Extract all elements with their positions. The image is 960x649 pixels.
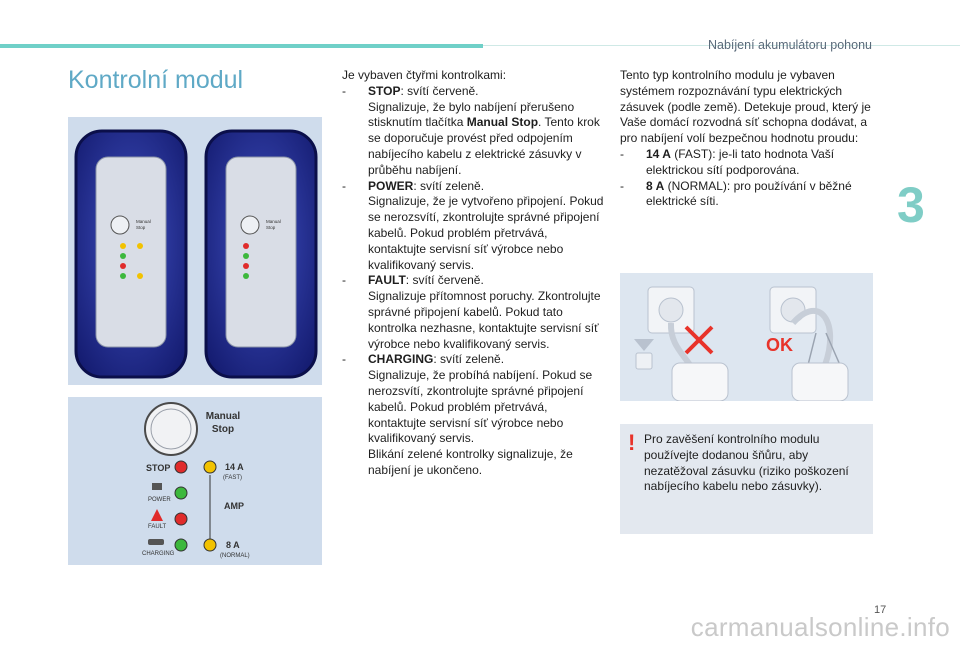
indicator-name: STOP <box>368 83 401 98</box>
list-dash: - <box>342 178 346 193</box>
list-dash: - <box>620 146 624 161</box>
indicator-description-extra: Blikání zelené kontrolky signalizuje, že… <box>368 447 573 477</box>
normal-label: (NORMAL) <box>220 553 250 559</box>
list-item: - CHARGING: svítí zeleně. <box>342 352 607 368</box>
detection-intro: Tento typ kontrolního modulu je vybaven … <box>620 68 871 146</box>
indicator-description: Signalizuje, že probíhá nabíjení. Pokud … <box>368 368 593 446</box>
amp-label: AMP <box>224 501 244 511</box>
house-icon <box>152 483 162 490</box>
left-stop-label: Stop <box>136 225 146 230</box>
warning-note: ! Pro zavěšení kontrolního modulu použív… <box>620 424 873 534</box>
list-dash: - <box>620 178 624 193</box>
ok-label: OK <box>766 335 793 355</box>
current-desc: (FAST): je-li tato hodnota Vaší elektric… <box>646 146 835 177</box>
weight-icon <box>635 352 653 370</box>
indicator-name: CHARGING <box>368 352 434 367</box>
down-arrow-icon <box>634 339 654 351</box>
module-hanging-illustration: OK <box>620 273 873 401</box>
manual-stop-bold: Manual Stop <box>466 115 539 130</box>
fast-label: (FAST) <box>223 475 242 481</box>
desc-text: Signalizuje, že bylo nabíjení přerušeno … <box>368 99 575 130</box>
power-label: POWER <box>148 497 171 503</box>
indicator-status: : svítí zeleně. <box>413 178 485 193</box>
list-dash: - <box>342 352 346 367</box>
current-desc: (NORMAL): pro používání v běžné elektric… <box>646 178 852 209</box>
indicator-name: POWER <box>368 178 414 193</box>
page-title: Kontrolní modul <box>68 66 244 94</box>
indicators-intro: Je vybaven čtyřmi kontrolkami: <box>342 68 507 82</box>
control-modules-illustration: Manual Stop Manual Stop <box>74 129 318 379</box>
list-item: - 14 A (FAST): je-li tato hodnota Vaší e… <box>620 147 876 179</box>
hanging-illustration: OK <box>634 286 849 401</box>
list-item: - STOP: svítí červeně. <box>342 84 607 100</box>
warning-text: Pro zavěšení kontrolního modulu používej… <box>644 432 849 494</box>
amp14-label: 14 A <box>225 462 244 472</box>
control-module-photos: Manual Stop Manual Stop <box>68 117 322 385</box>
indicator-descriptions: Je vybaven čtyřmi kontrolkami: - STOP: s… <box>342 68 607 479</box>
warning-triangle-icon <box>151 509 163 521</box>
fault-label: FAULT <box>148 524 167 530</box>
control-panel-illustration: Manual Stop STOP 14 A (FAST) POWER AMP F… <box>142 402 250 559</box>
indicator-description: Signalizuje, že je vytvořeno připojení. … <box>368 194 604 272</box>
indicator-status: : svítí červeně. <box>400 83 479 98</box>
stop-lamp-label: STOP <box>146 463 170 473</box>
right-stop-label: Stop <box>266 225 276 230</box>
chapter-number: 3 <box>897 177 925 233</box>
section-title: Nabíjení akumulátoru pohonu <box>707 38 872 52</box>
indicator-description: Signalizuje přítomnost poruchy. Zkontrol… <box>368 289 601 351</box>
charging-label: CHARGING <box>142 551 175 557</box>
indicator-status: : svítí zeleně. <box>433 352 505 367</box>
current-value: 8 A <box>646 178 665 193</box>
indicator-name: FAULT <box>368 273 406 288</box>
page-number: 17 <box>874 604 887 616</box>
desc-text: . Tento krok se doporučuje provést před … <box>368 115 600 177</box>
manual-label: Manual <box>206 411 241 422</box>
indicator-description: Signalizuje, že bylo nabíjení přerušeno … <box>342 100 607 179</box>
header-accent-bar <box>0 44 483 48</box>
list-item: - 8 A (NORMAL): pro používání v běžné el… <box>620 179 876 211</box>
right-manual-label: Manual <box>266 219 281 224</box>
exclamation-icon: ! <box>628 430 636 455</box>
car-icon <box>148 539 164 545</box>
list-dash: - <box>342 273 346 288</box>
control-panel-closeup: Manual Stop STOP 14 A (FAST) POWER AMP F… <box>68 397 322 565</box>
current-value: 14 A <box>646 146 671 161</box>
list-dash: - <box>342 83 346 98</box>
list-item: - FAULT: svítí červeně. <box>342 273 607 289</box>
list-item: - POWER: svítí zeleně. <box>342 179 607 195</box>
left-manual-label: Manual <box>136 219 151 224</box>
current-detection-text: Tento typ kontrolního modulu je vybaven … <box>620 68 876 210</box>
amp8-label: 8 A <box>226 540 240 550</box>
header-divider <box>483 45 960 46</box>
stop-label: Stop <box>212 424 234 435</box>
indicator-status: : svítí červeně. <box>405 273 484 288</box>
watermark: carmanualsonline.info <box>690 612 950 642</box>
